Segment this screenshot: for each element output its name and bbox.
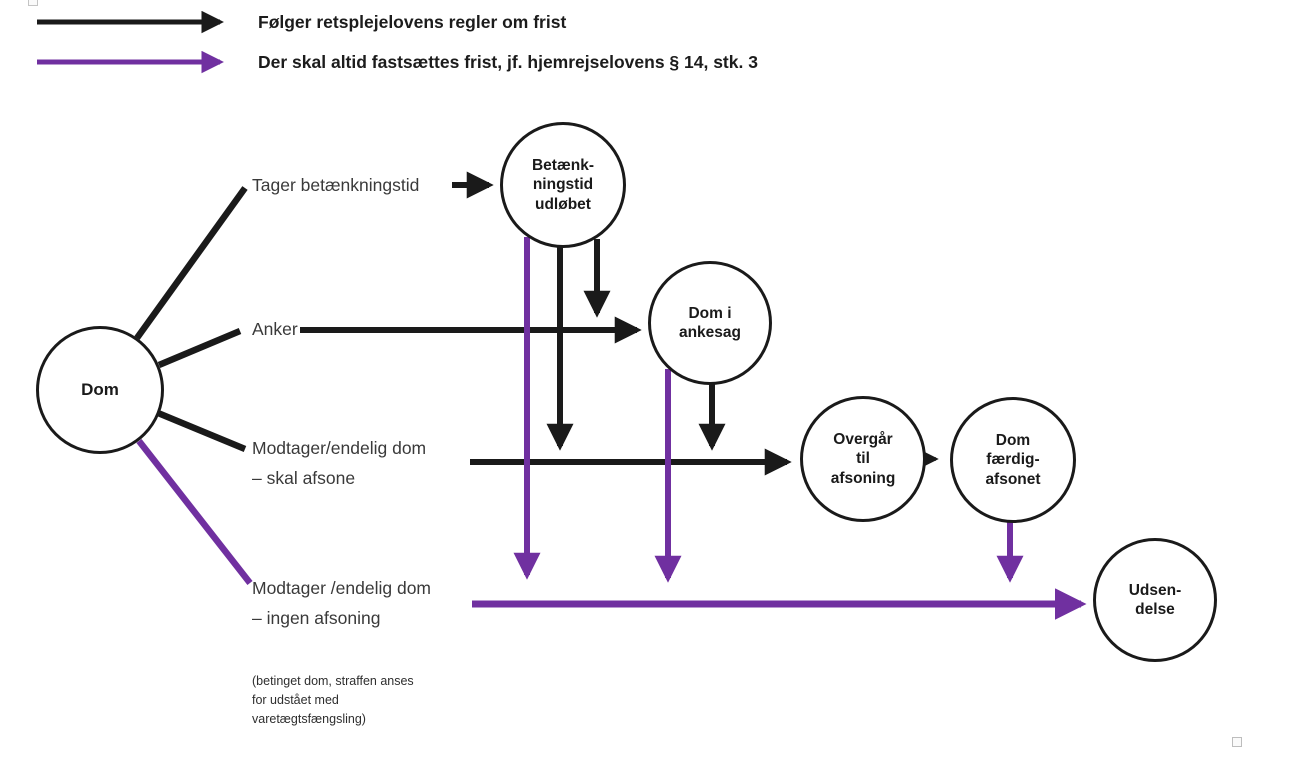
- resize-handle-top-left[interactable]: [28, 0, 38, 6]
- node-dom-faerdig-afsonet: Dom færdig- afsonet: [950, 397, 1076, 523]
- node-dom-faerdig-afsonet-label: Dom færdig- afsonet: [985, 431, 1041, 488]
- legend-item-purple-label: Der skal altid fastsættes frist, jf. hje…: [258, 52, 758, 72]
- edge-dom-to-skal-afsone: [156, 409, 247, 453]
- edge-label-modtager-ingen-afsoning: Modtager /endelig dom – ingen afsoning: [252, 578, 431, 628]
- edge-dom-to-tager-betaenkningstid: [134, 186, 248, 340]
- edge-label-tager-betaenkningstid: Tager betænkningstid: [252, 175, 420, 195]
- node-dom-i-ankesag: Dom i ankesag: [648, 261, 772, 385]
- edge-dom-to-ingen-afsoning: [136, 438, 253, 586]
- node-betaenkningstid-udloebet-label: Betænk- ningstid udløbet: [531, 156, 594, 213]
- edge-dom-to-anker: [157, 328, 242, 368]
- betinget-dom-note: (betinget dom, straffen anses for udståe…: [252, 674, 414, 726]
- node-dom-i-ankesag-label: Dom i ankesag: [678, 304, 742, 341]
- node-dom: Dom: [36, 326, 164, 454]
- edge-label-anker: Anker: [252, 319, 298, 339]
- resize-handle-bottom-right[interactable]: [1232, 737, 1242, 747]
- node-betaenkningstid-udloebet: Betænk- ningstid udløbet: [500, 122, 626, 248]
- node-overgaar-til-afsoning-label: Overgår til afsoning: [830, 430, 896, 487]
- node-udsendelse-label: Udsen- delse: [1128, 581, 1182, 618]
- node-udsendelse: Udsen- delse: [1093, 538, 1217, 662]
- node-overgaar-til-afsoning: Overgår til afsoning: [800, 396, 926, 522]
- legend-item-black-label: Følger retsplejelovens regler om frist: [258, 12, 567, 32]
- edge-label-modtager-skal-afsone: Modtager/endelig dom – skal afsone: [252, 438, 427, 488]
- node-dom-label: Dom: [81, 380, 119, 400]
